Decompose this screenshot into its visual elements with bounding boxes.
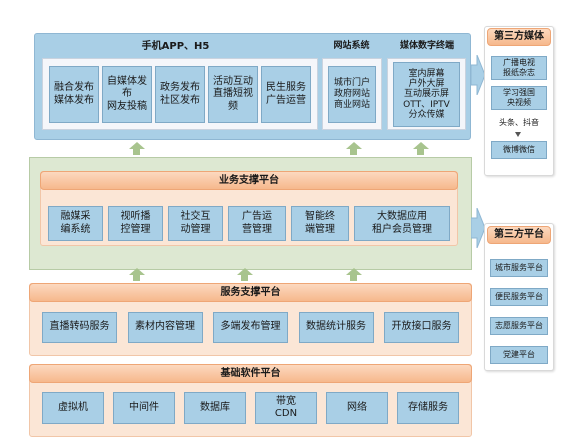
service-item-content-mgmt: 素材内容管理 xyxy=(127,312,203,343)
web-section-title: 网站系统 xyxy=(333,41,370,51)
platform-item-volunteer: 志愿服务平台 xyxy=(490,317,548,335)
arrow-right-icon xyxy=(471,55,485,95)
app-section-title: 手机APP、H5 xyxy=(141,41,210,52)
business-item-broadcast-control: 视听播 控管理 xyxy=(108,206,163,241)
app-items-row: 融合发布 媒体发布 自媒体发布 网友投稿 政务发布 社区发布 活动互动 直播短视… xyxy=(49,66,311,123)
basic-item-middleware: 中间件 xyxy=(113,392,175,424)
platform-item-convenience: 便民服务平台 xyxy=(490,288,548,306)
basic-platform-title: 基础软件平台 xyxy=(29,364,472,383)
service-item-open-api: 开放接口服务 xyxy=(384,312,459,343)
arrow-stem xyxy=(241,275,248,281)
business-item-editing: 融媒采 编系统 xyxy=(48,206,103,241)
app-item-fusion-publish: 融合发布 媒体发布 xyxy=(49,66,99,123)
web-item: 城市门户 政府网站 商业网站 xyxy=(328,66,376,123)
third-party-platform-title: 第三方平台 xyxy=(487,226,551,244)
terminal-section-title: 媒体数字终端 xyxy=(399,41,454,51)
app-item-activity-live: 活动互动 直播短视频 xyxy=(208,66,258,123)
app-item-self-media: 自媒体发布 网友投稿 xyxy=(102,66,152,123)
basic-item-vm: 虚拟机 xyxy=(42,392,104,424)
business-items-row: 融媒采 编系统 视听播 控管理 社交互 动管理 广告运 营管理 智能终 端管理 … xyxy=(48,206,450,241)
arrow-stem xyxy=(133,275,140,281)
arrow-up-icon xyxy=(413,142,429,149)
arrow-up-icon xyxy=(129,142,145,149)
business-item-advertising: 广告运 营管理 xyxy=(228,206,286,241)
media-item-broadcast: 广播电视 报纸杂志 xyxy=(491,56,547,80)
arrow-up-icon xyxy=(129,268,145,275)
arrow-up-icon xyxy=(237,268,253,275)
chevron-down-icon xyxy=(515,132,521,137)
service-platform-title: 服务支撑平台 xyxy=(29,283,472,302)
arrow-up-icon xyxy=(346,142,362,149)
basic-item-storage: 存储服务 xyxy=(397,392,459,424)
service-items-row: 直播转码服务 素材内容管理 多端发布管理 数据统计服务 开放接口服务 xyxy=(42,312,459,343)
platform-item-party: 党建平台 xyxy=(490,346,548,364)
arrow-stem xyxy=(417,149,424,155)
media-item-xuexi: 学习强国 央视频 xyxy=(491,86,547,110)
arrow-right-icon xyxy=(471,208,485,248)
arrow-stem xyxy=(350,275,357,281)
terminal-item: 室内屏幕 户外大屏 互动展示屏 OTT、IPTV 分众传媒 xyxy=(393,62,460,127)
business-platform-title: 业务支撑平台 xyxy=(40,171,458,190)
arrow-stem xyxy=(133,149,140,155)
media-item-weibo: 微博微信 xyxy=(491,141,547,159)
basic-item-bandwidth-cdn: 带宽 CDN xyxy=(255,392,317,424)
third-party-media-title: 第三方媒体 xyxy=(487,28,551,46)
service-item-multi-publish: 多端发布管理 xyxy=(213,312,288,343)
basic-items-row: 虚拟机 中间件 数据库 带宽 CDN 网络 存储服务 xyxy=(42,392,459,424)
app-item-public-service: 民生服务 广告运营 xyxy=(261,66,311,123)
platform-item-city: 城市服务平台 xyxy=(490,259,548,277)
basic-item-network: 网络 xyxy=(326,392,388,424)
arrow-stem xyxy=(350,149,357,155)
service-item-data-stats: 数据统计服务 xyxy=(298,312,374,343)
business-item-bigdata: 大数据应用 租户会员管理 xyxy=(354,206,450,241)
app-item-government: 政务发布 社区发布 xyxy=(155,66,205,123)
media-item-toutiao: 头条、抖音 xyxy=(499,118,539,128)
basic-item-database: 数据库 xyxy=(184,392,246,424)
business-item-social: 社交互 动管理 xyxy=(168,206,223,241)
arrow-up-icon xyxy=(346,268,362,275)
business-item-terminal-mgmt: 智能终 端管理 xyxy=(291,206,349,241)
service-item-live-transcode: 直播转码服务 xyxy=(42,312,117,343)
